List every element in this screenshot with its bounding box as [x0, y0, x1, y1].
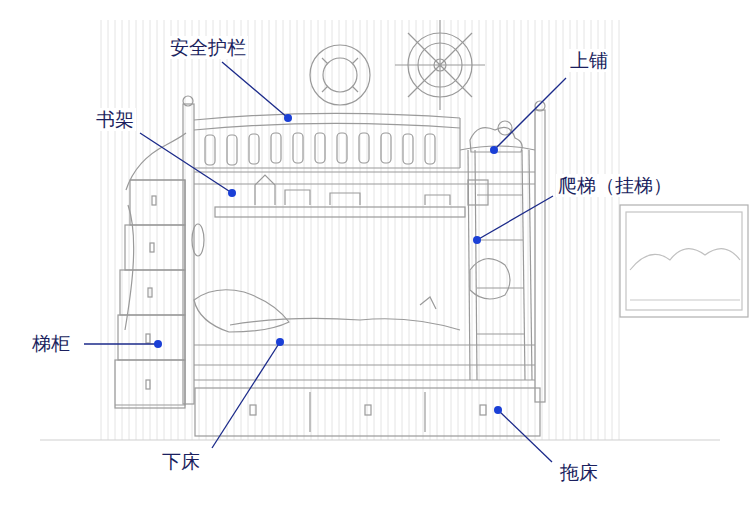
rail-label: 安全护栏: [168, 36, 248, 59]
cabinet-label: 梯柜: [30, 332, 72, 355]
leader-lines: [84, 62, 566, 462]
bunk-label: 上铺: [568, 49, 610, 72]
bed-label: 下床: [160, 450, 202, 473]
trundle-label: 拖床: [558, 461, 600, 484]
ladder-label: 爬梯（挂梯）: [556, 174, 674, 197]
sketch: [40, 20, 748, 440]
shelf-label: 书架: [94, 108, 136, 131]
